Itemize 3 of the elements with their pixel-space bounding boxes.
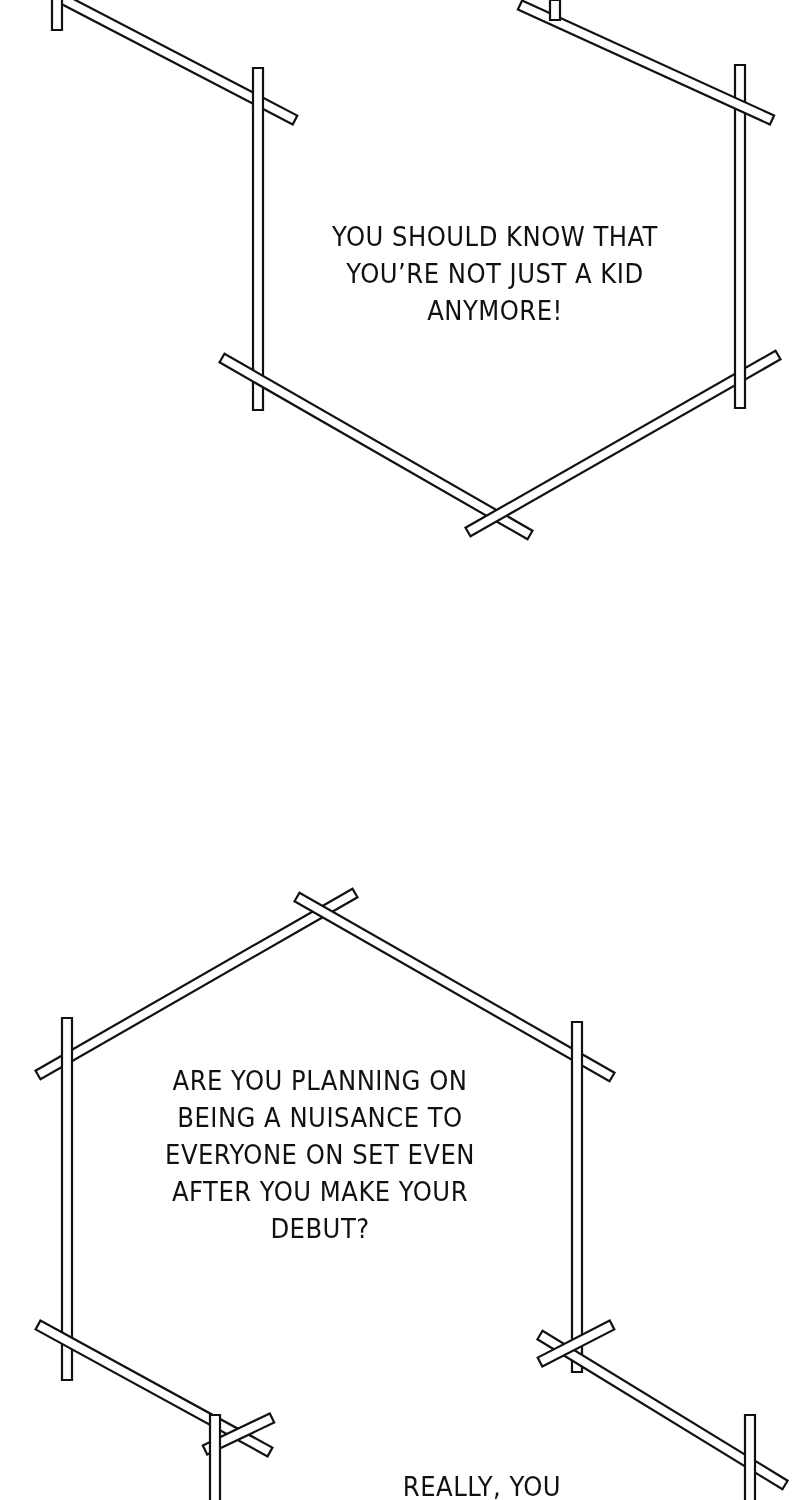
speech-text: ARE YOU PLANNING ON BEING A NUISANCE TO EVERYONE ON SET EVEN AFTER YOU MAKE YOUR DEBUT?: [164, 1064, 476, 1246]
speech-text: REALLY, YOU: [401, 1470, 563, 1500]
speech-text: YOU SHOULD KNOW THAT YOU’RE NOT JUST A KID ANYMORE!: [331, 220, 659, 328]
